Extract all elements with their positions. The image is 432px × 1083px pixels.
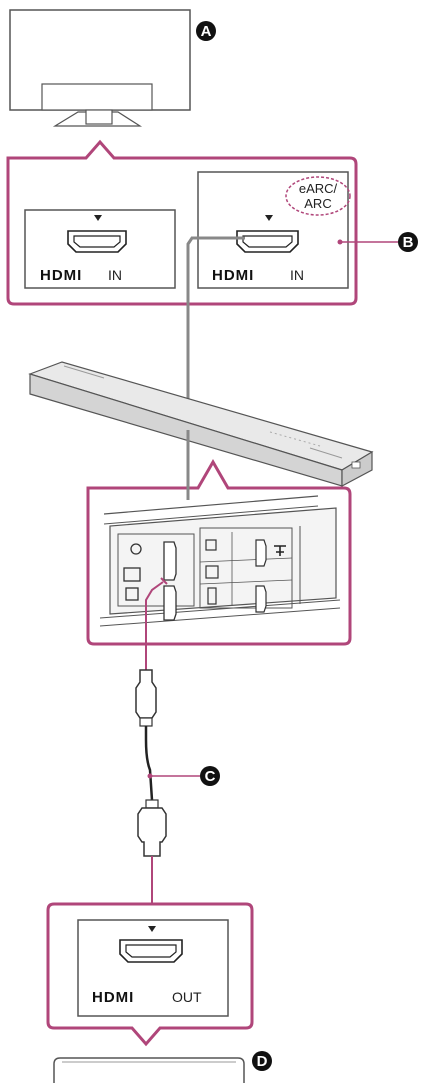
hdmi-logo-2: HDMI [212, 267, 254, 284]
callout-d: D [252, 1051, 272, 1071]
arc-label: ARC [304, 196, 331, 211]
hdmi-out-port: HDMI OUT [77, 919, 229, 1017]
soundbar-icon [28, 361, 374, 487]
hdmi-port-icon [67, 230, 127, 253]
playback-device-icon [53, 1057, 245, 1083]
callout-c: C [200, 766, 220, 786]
hdmi-logo-1: HDMI [40, 267, 82, 284]
soundbar-rear-panel [99, 430, 341, 627]
hdmi-in-port-1: HDMI IN [24, 209, 176, 289]
callout-b-label: B [403, 234, 414, 251]
tv-icon [9, 9, 191, 127]
callout-d-label: D [257, 1053, 268, 1070]
hdmi-in-earc-port: eARC/ ARC HDMI IN [197, 171, 351, 289]
hdmi-port-icon [119, 939, 183, 963]
callout-c-label: C [205, 768, 216, 785]
callout-a-label: A [201, 23, 212, 40]
earc-label: eARC/ [299, 181, 338, 196]
port-label-in-2: IN [290, 267, 304, 283]
hdmi-port-icon [163, 585, 177, 621]
tv-hdmi-cable [186, 236, 245, 430]
earc-highlight-ellipse [285, 176, 351, 216]
callout-b: B [398, 232, 418, 252]
hdmi-logo-out: HDMI [92, 989, 134, 1006]
port-label-in-1: IN [108, 267, 122, 283]
hdmi-port-icon [163, 541, 177, 581]
callout-a: A [196, 21, 216, 41]
hdmi-port-icon [236, 230, 299, 253]
port-label-out: OUT [172, 989, 202, 1005]
